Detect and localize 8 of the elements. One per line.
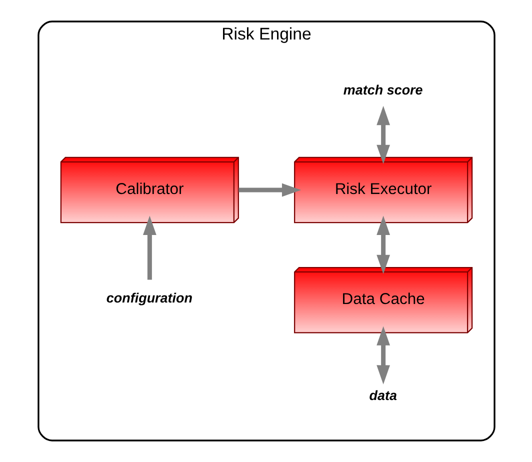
arrow <box>376 216 390 274</box>
node-text: match score <box>342 82 422 98</box>
arrow <box>238 183 301 197</box>
arrow <box>376 326 390 384</box>
arrow <box>376 106 390 164</box>
node-text: data <box>368 388 396 404</box>
arrow <box>142 216 156 280</box>
node-text: configuration <box>106 290 192 306</box>
